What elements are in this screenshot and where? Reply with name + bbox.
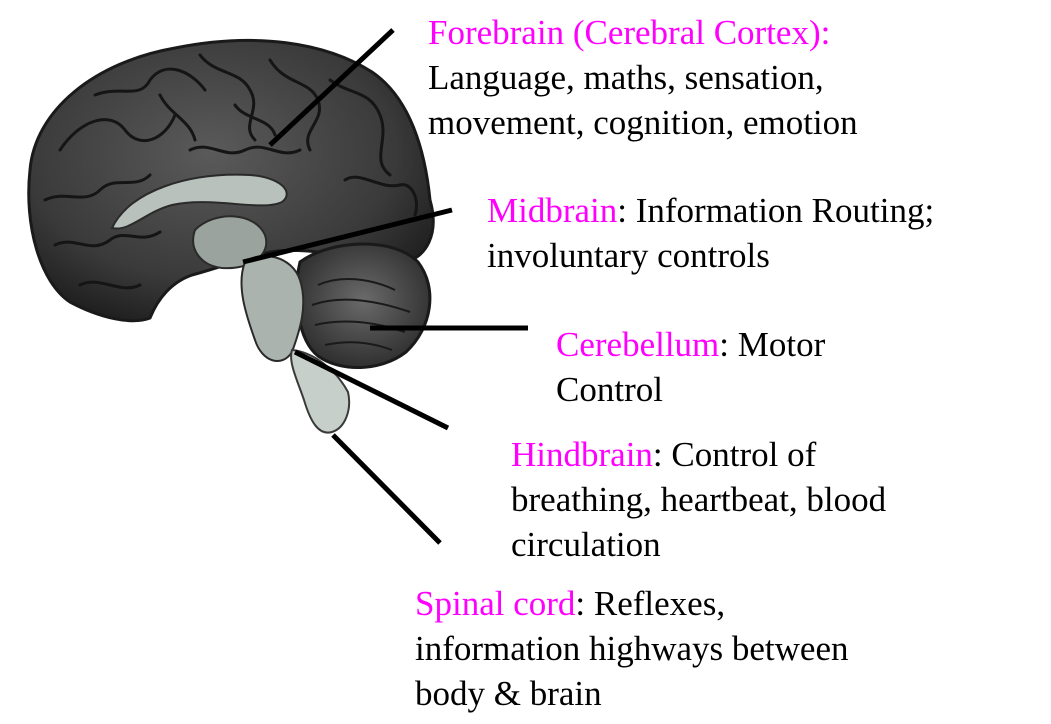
hindbrain-name: Hindbrain <box>511 435 653 474</box>
midbrain-sep: : Information Routing; <box>617 191 934 230</box>
spinal-cord-pointer <box>333 435 440 543</box>
forebrain-desc-line1: Language, maths, sensation, <box>428 55 858 100</box>
hindbrain-sep: : Control of <box>653 435 816 474</box>
hindbrain-desc-line2: circulation <box>511 522 886 567</box>
cerebellum-sep: : Motor <box>719 325 825 364</box>
spinal-cord-sep: : Reflexes, <box>575 584 725 623</box>
cerebellum-desc-line1: Control <box>556 367 825 412</box>
hindbrain-desc-line1: breathing, heartbeat, blood <box>511 477 886 522</box>
cerebellum-label: Cerebellum: Motor Control <box>556 322 825 412</box>
forebrain-name: Forebrain (Cerebral Cortex): <box>428 13 830 52</box>
spinal-cord-label: Spinal cord: Reflexes, information highw… <box>415 581 849 716</box>
cerebellum-shape <box>297 244 430 368</box>
hindbrain-label: Hindbrain: Control of breathing, heartbe… <box>511 432 886 567</box>
midbrain-desc-line1: involuntary controls <box>487 233 934 278</box>
forebrain-desc-line2: movement, cognition, emotion <box>428 100 858 145</box>
forebrain-label: Forebrain (Cerebral Cortex): Language, m… <box>428 10 858 145</box>
brainstem <box>241 256 303 361</box>
spinal-cord-name: Spinal cord <box>415 584 575 623</box>
spinal-cord-desc-line2: body & brain <box>415 671 849 716</box>
midbrain-label: Midbrain: Information Routing; involunta… <box>487 188 934 278</box>
cerebellum-name: Cerebellum <box>556 325 719 364</box>
brain-illustration <box>29 40 433 432</box>
midbrain-name: Midbrain <box>487 191 617 230</box>
spinal-cord-desc-line1: information highways between <box>415 626 849 671</box>
